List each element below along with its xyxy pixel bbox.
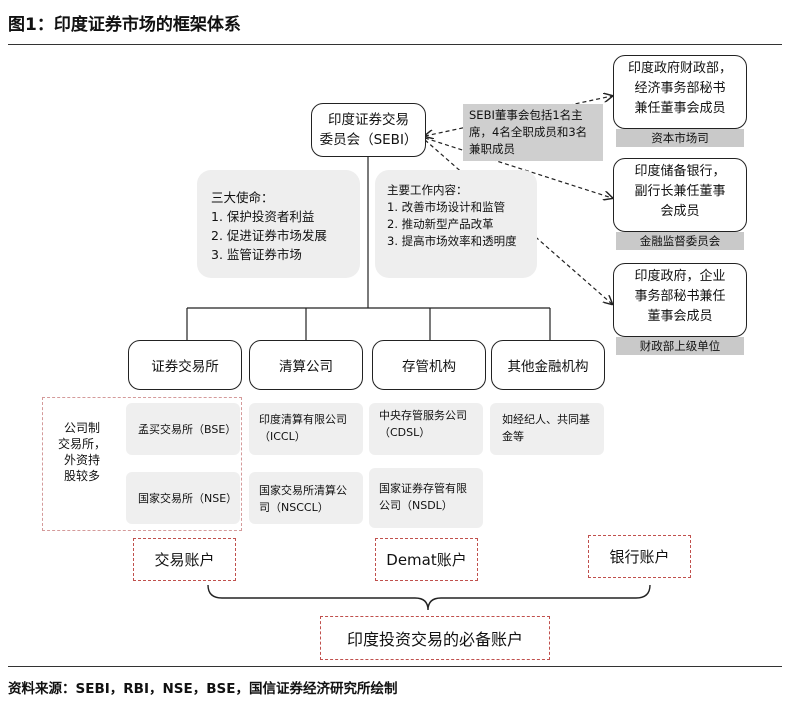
exchange-bse: 孟买交易所（BSE） (126, 403, 240, 455)
mission-box: 三大使命： 1. 保护投资者利益 2. 促进证券市场发展 3. 监管证券市场 (197, 170, 360, 278)
exchange-note: 公司制 交易所， 外资持 股较多 (57, 421, 106, 483)
member-tag-capital-market: 资本市场司 (616, 129, 744, 147)
category-depository: 存管机构 (372, 340, 486, 390)
top-divider (8, 44, 782, 45)
depository-nsdl: 国家证券存管有限公司（NSDL） (369, 468, 483, 528)
account-demat: Demat账户 (375, 538, 478, 581)
other-brokers-funds: 如经纪人、共同基金等 (490, 403, 604, 455)
account-trading: 交易账户 (133, 538, 236, 581)
category-stock-exchange: 证券交易所 (128, 340, 242, 390)
work-item: 1. 改善市场设计和监管 (387, 200, 506, 214)
source-note: 资料来源：SEBI，RBI，NSE，BSE，国信证券经济研究所绘制 (8, 681, 398, 697)
work-item: 2. 推动新型产品改革 (387, 217, 494, 231)
bottom-divider (8, 666, 782, 667)
mission-item: 2. 促进证券市场发展 (211, 228, 327, 243)
category-clearing: 清算公司 (249, 340, 363, 390)
category-other-financial: 其他金融机构 (491, 340, 605, 390)
member-corporate-affairs: 印度政府，企业 事务部秘书兼任 董事会成员 (613, 263, 747, 337)
member-finance-ministry: 印度政府财政部， 经济事务部秘书 兼任董事会成员 (613, 55, 747, 129)
work-box: 主要工作内容： 1. 改善市场设计和监管 2. 推动新型产品改革 3. 提高市场… (375, 170, 537, 278)
depository-cdsl: 中央存管服务公司（CDSL） (369, 403, 483, 455)
arrow-to-finance-ministry (425, 96, 612, 136)
sebi-board-note: SEBI董事会包括1名主席，4名全职成员和3名兼职成员 (463, 104, 603, 161)
member-rbi: 印度储备银行， 副行长兼任董事 会成员 (613, 158, 747, 232)
exchange-group-frame (42, 397, 242, 531)
clearing-iccl: 印度清算有限公司（ICCL） (249, 403, 363, 455)
figure-title: 图1：印度证券市场的框架体系 (8, 15, 241, 35)
mission-item: 1. 保护投资者利益 (211, 209, 315, 224)
work-title: 主要工作内容： (387, 183, 468, 197)
account-bank: 银行账户 (588, 535, 691, 578)
final-account-box: 印度投资交易的必备账户 (320, 616, 550, 660)
work-item: 3. 提高市场效率和透明度 (387, 234, 517, 248)
mission-item: 3. 监管证券市场 (211, 247, 302, 262)
member-tag-finance-parent: 财政部上级单位 (616, 337, 744, 355)
arrow-to-rbi (424, 137, 612, 198)
exchange-nse: 国家交易所（NSE） (126, 472, 240, 524)
sebi-box: 印度证券交易 委员会（SEBI） (311, 103, 426, 157)
member-tag-financial-supervision: 金融监督委员会 (616, 232, 744, 250)
mission-title: 三大使命： (211, 190, 274, 205)
clearing-nsccl: 国家交易所清算公司（NSCCL） (249, 472, 363, 524)
